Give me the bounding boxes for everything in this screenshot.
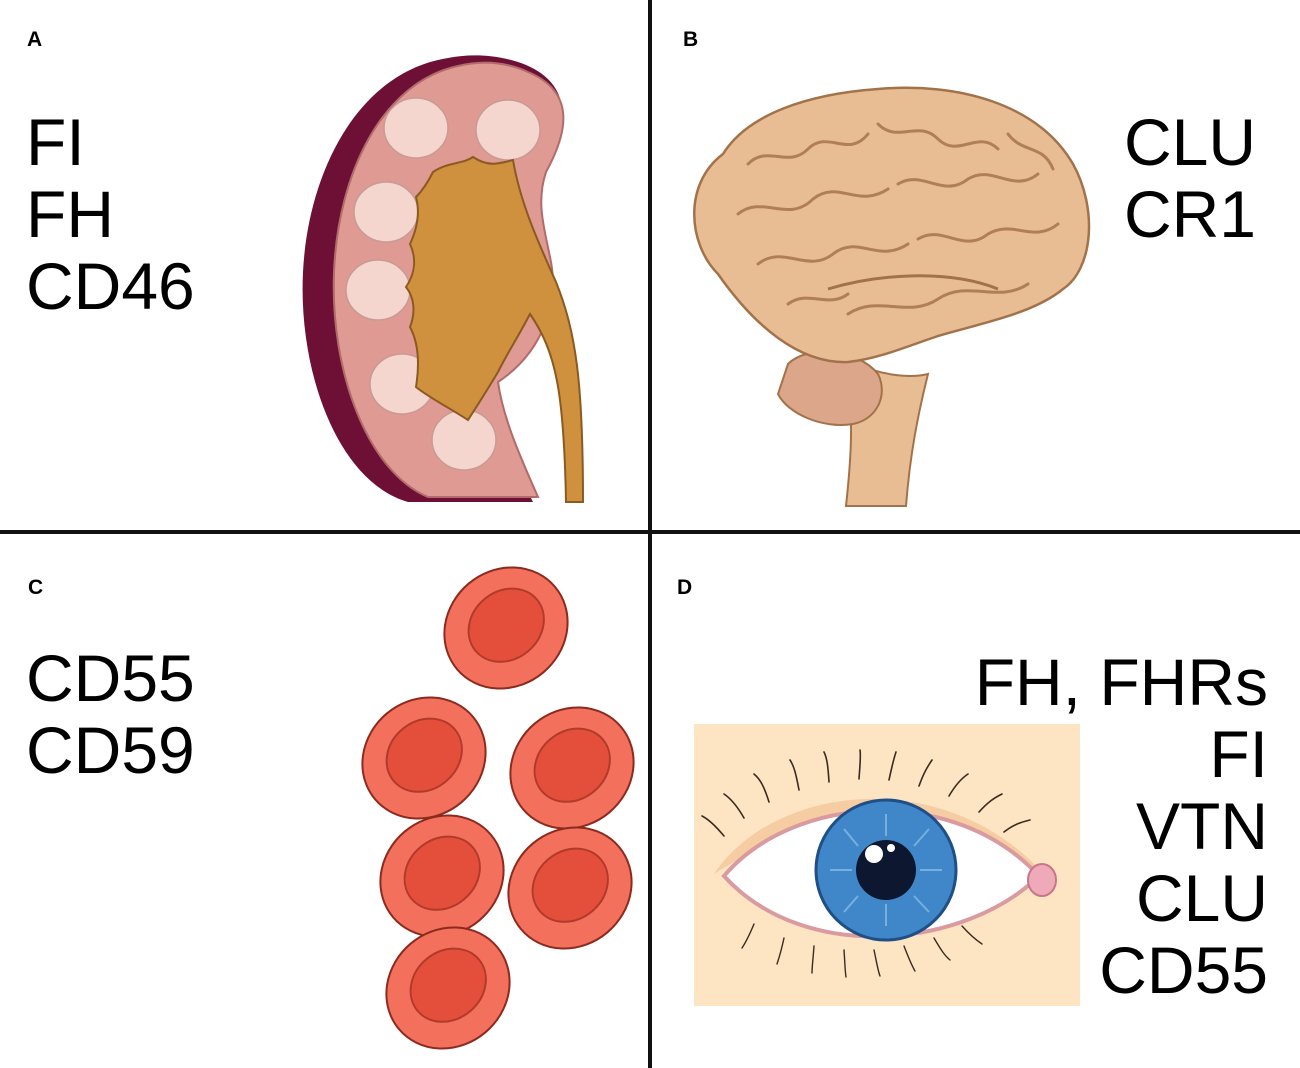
marker-list: CLU CR1 xyxy=(1124,106,1256,250)
vertical-divider xyxy=(648,0,652,1068)
marker-list: FH, FHRs FI VTN CLU CD55 xyxy=(975,646,1268,1006)
panel-label: D xyxy=(677,576,693,599)
marker-list: CD55 CD59 xyxy=(26,642,195,786)
pyramid xyxy=(431,409,497,471)
red-blood-cell xyxy=(360,901,536,1068)
marker-label: CD46 xyxy=(26,249,195,323)
pyramid xyxy=(475,99,541,161)
marker-list: FI FH CD46 xyxy=(26,106,195,322)
panel-d: D xyxy=(652,534,1300,1068)
red-blood-cell xyxy=(418,541,594,715)
pyramid xyxy=(345,259,411,321)
pyramid xyxy=(353,181,419,243)
caruncle xyxy=(1027,863,1057,897)
panel-label: C xyxy=(28,576,44,599)
marker-label: FI xyxy=(1209,717,1268,791)
marker-label: CR1 xyxy=(1123,177,1256,251)
marker-label: VTN xyxy=(1136,789,1268,863)
eye-icon xyxy=(701,749,1057,978)
cerebellum xyxy=(776,350,883,426)
pyramid xyxy=(383,97,449,159)
marker-label: FH xyxy=(26,177,114,251)
marker-label: CLU xyxy=(1123,105,1256,179)
marker-label: FH, FHRs xyxy=(974,645,1268,719)
kidney-pelvis xyxy=(404,155,585,503)
pupil xyxy=(856,840,916,900)
red-blood-cells-icon xyxy=(336,541,660,1068)
red-blood-cell xyxy=(336,671,512,845)
panel-a: A FI FH CD46 xyxy=(0,0,649,531)
marker-label: CD55 xyxy=(26,641,195,715)
panel-label: B xyxy=(683,28,699,51)
panel-label: A xyxy=(27,28,43,51)
eye-highlight xyxy=(865,845,883,863)
marker-label: FI xyxy=(26,105,85,179)
marker-label: CLU xyxy=(1135,861,1268,935)
brain-icon xyxy=(693,86,1091,507)
marker-label: CD59 xyxy=(26,713,195,787)
kidney-icon xyxy=(302,55,585,503)
cerebrum xyxy=(693,86,1091,364)
red-blood-cell xyxy=(482,801,658,975)
marker-label: CD55 xyxy=(1099,933,1268,1007)
panel-c: C CD55 CD59 xyxy=(0,534,660,1068)
panel-b: B CLU CR1 xyxy=(652,0,1300,531)
horizontal-divider xyxy=(0,530,1300,534)
